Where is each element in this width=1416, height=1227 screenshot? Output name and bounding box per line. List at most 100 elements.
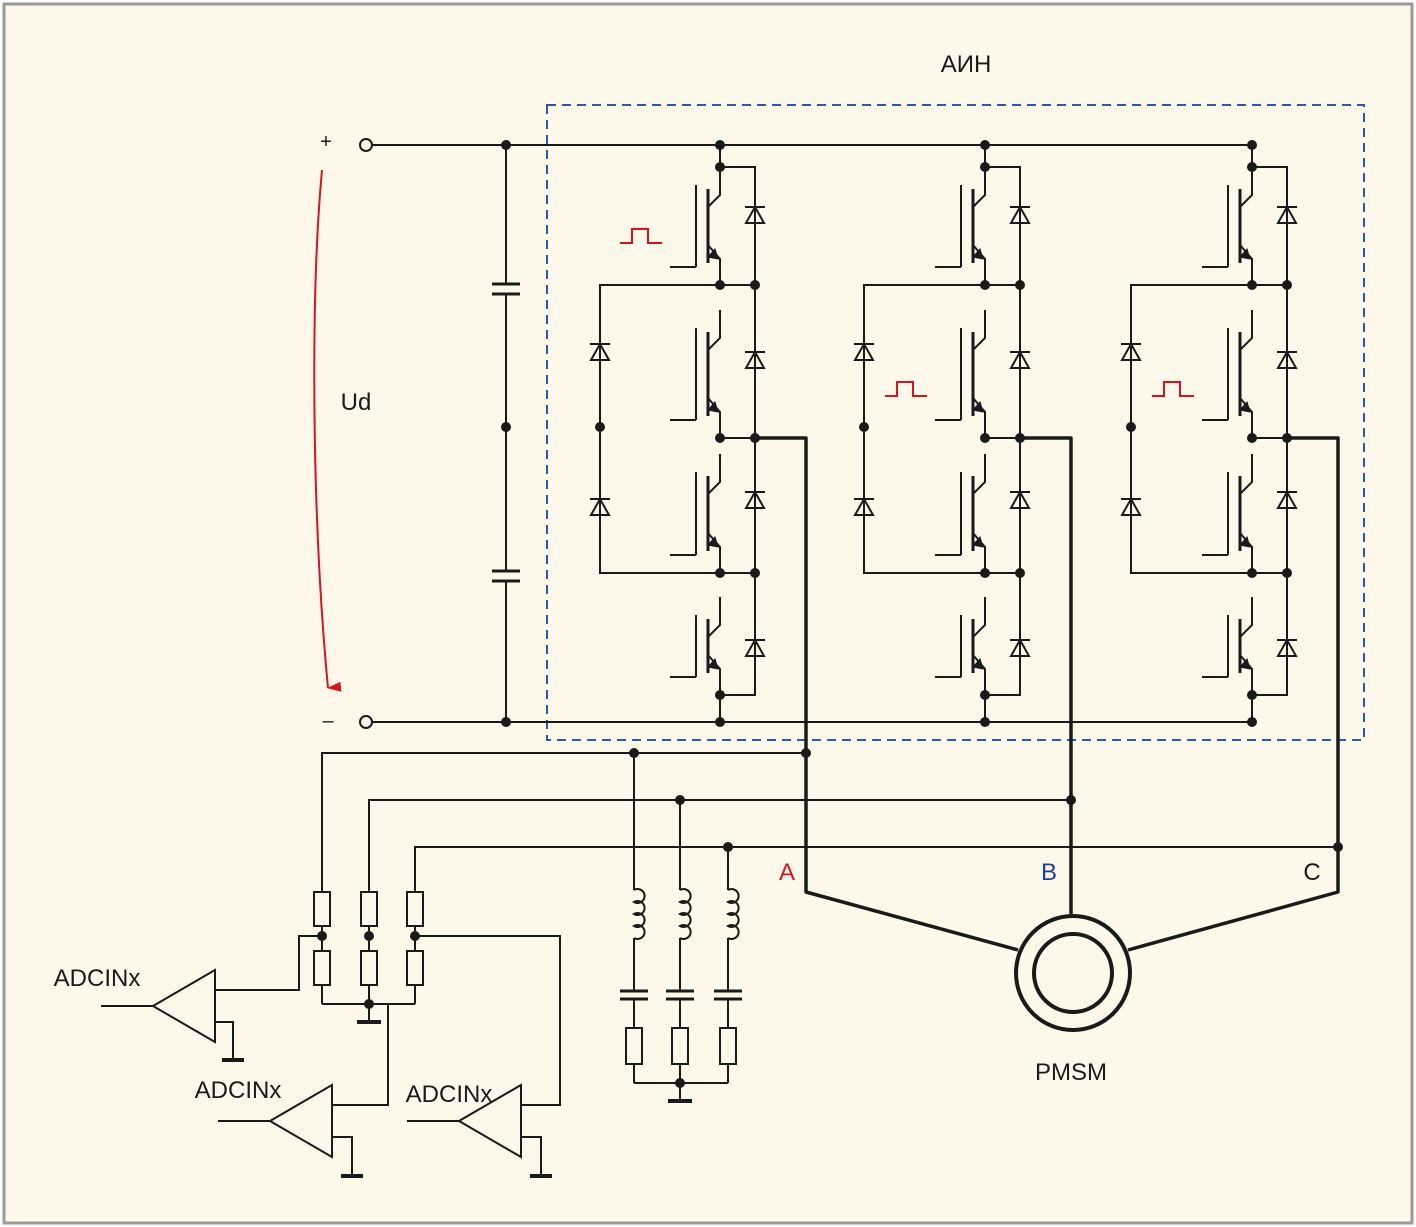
diode [589,341,611,361]
adc-label-3: ADCINx [406,1081,493,1108]
minus-label: – [322,710,334,732]
junction-dot [859,422,869,432]
junction-dot [1126,422,1136,432]
dc-bus [359,138,1255,729]
junction-dot [1015,280,1025,290]
inverter-title: АИН [941,51,992,78]
igbt [935,167,986,285]
igbt [935,310,986,438]
junction-dot [980,717,990,727]
gate-pulse [1152,381,1194,397]
phase-b-wire [1020,436,1073,914]
motor-label: PMSM [1035,1059,1107,1086]
diode [744,489,766,509]
inverter-leg-1 [589,140,766,727]
diode [744,637,766,657]
junction-dot [1247,433,1257,443]
junction-dot [750,568,760,578]
junction-dot [1247,162,1257,172]
junction-dot [1282,568,1292,578]
gate-pulse [620,228,662,244]
phase-c-label: C [1303,859,1320,886]
igbt [1202,597,1253,695]
junction-dot [1247,690,1257,700]
diode [1120,496,1142,516]
inverter-boundary [546,104,1365,741]
junction-dot [980,280,990,290]
divider-2 [360,891,378,1004]
ud-label: Ud [341,389,372,416]
adc-label-2: ADCINx [195,1077,282,1104]
amplifier-3 [407,935,561,1178]
diode [1009,204,1031,224]
igbt [1202,454,1253,573]
diode [1276,349,1298,369]
junction-dot [980,568,990,578]
plus-label: + [320,131,332,153]
diode [589,496,611,516]
lc-filter-2 [666,888,694,1083]
diode [1276,637,1298,657]
junction-dot [980,162,990,172]
phase-c-wire [1127,436,1340,952]
lc-filter-3 [714,888,742,1083]
inverter-legs [589,140,1298,727]
lc-filters [620,888,742,1103]
igbt [935,597,986,695]
junction-dot [715,568,725,578]
junction-dot [1247,568,1257,578]
junction-dot [980,140,990,150]
inductor [632,888,646,940]
dc-link-nodes [501,140,511,727]
diode [1009,637,1031,657]
inverter-leg-3 [1120,140,1298,727]
amplifier [151,968,216,1044]
lc-filter-1 [620,888,648,1083]
junction-dot [715,162,725,172]
junction-dot [595,422,605,432]
ud-arrow [313,169,342,692]
divider-3 [406,891,424,1004]
phase-a-label: A [779,859,795,886]
diode [744,204,766,224]
junction-dot [1282,280,1292,290]
minus-terminal [359,715,373,729]
plus-terminal [359,138,373,152]
amplifier-1 [101,935,322,1062]
igbt [670,167,721,285]
diode [853,341,875,361]
junction-dot [675,1078,685,1088]
amplifier [457,1083,522,1159]
junction-dot [980,690,990,700]
phase-a-wire [755,436,1019,952]
diode [1276,489,1298,509]
junction-dot [715,140,725,150]
diode [1009,489,1031,509]
igbt [670,310,721,438]
pmsm-motor [1014,914,1132,1032]
junction-dot [715,280,725,290]
phase-wires [755,436,1340,952]
sensing-wires [321,752,1338,892]
junction-dot [1247,280,1257,290]
adc-amplifiers [101,935,561,1178]
junction-dot [1015,568,1025,578]
inductor [726,888,740,940]
diode [1120,341,1142,361]
adc-label-1: ADCINx [54,965,141,992]
igbt [935,454,986,573]
diode [1276,204,1298,224]
diode [744,349,766,369]
igbt [670,597,721,695]
diode [853,496,875,516]
dc-link-capacitors [492,145,520,722]
diode [1009,349,1031,369]
junction-dot [715,433,725,443]
junction-dot [1247,140,1257,150]
junction-dot [980,433,990,443]
inductor [678,888,692,940]
junction-dot [364,931,374,941]
igbt [670,454,721,573]
gate-pulse [885,381,927,397]
amplifier [268,1083,333,1159]
